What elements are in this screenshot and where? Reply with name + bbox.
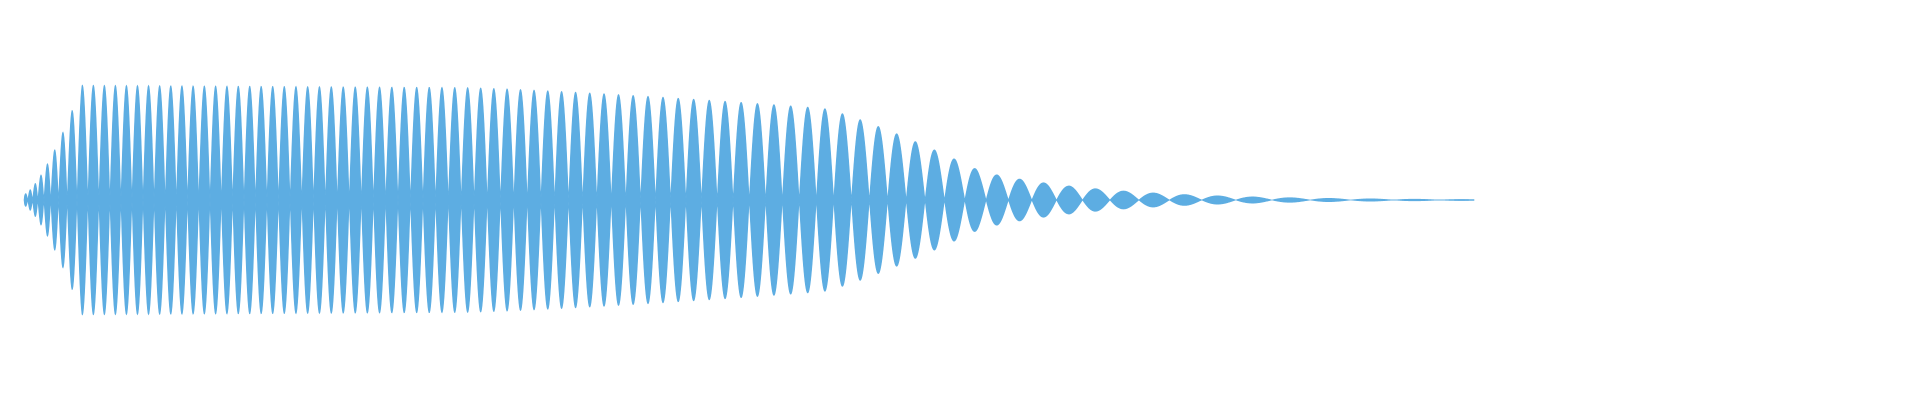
waveform-shape	[23, 84, 1475, 316]
